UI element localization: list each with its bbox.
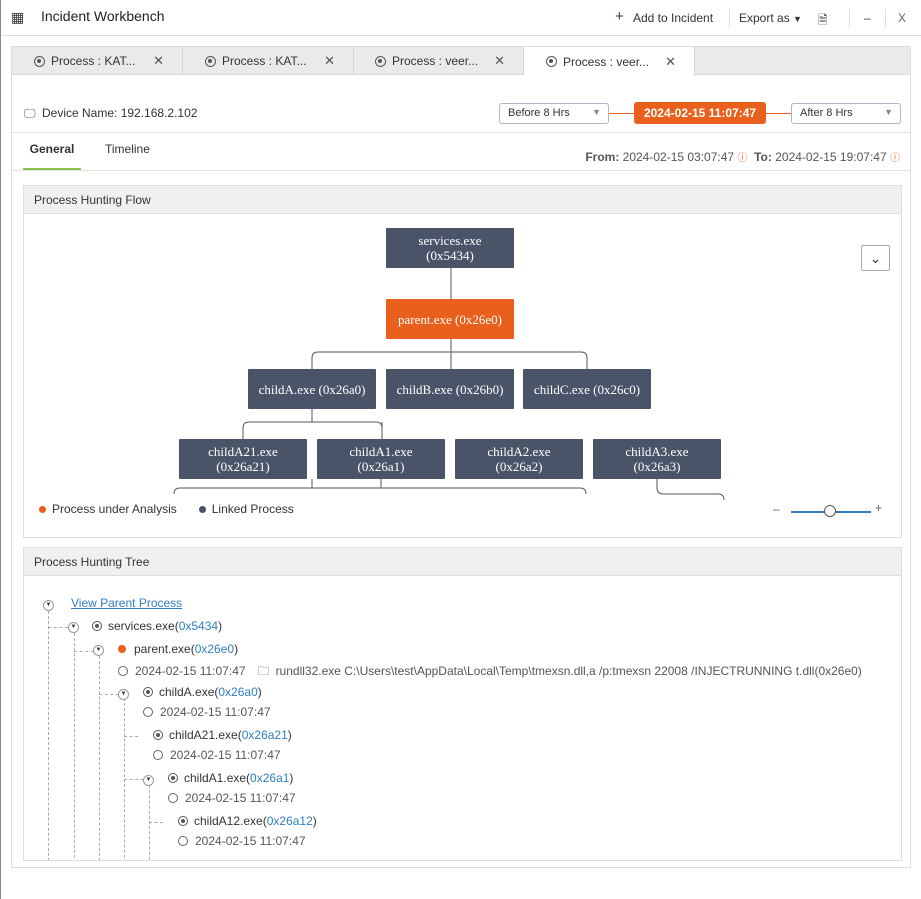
close-tab-icon[interactable]: ✕ xyxy=(665,53,676,69)
flow-connectors xyxy=(173,268,725,501)
zoom-slider-handle[interactable] xyxy=(824,505,836,517)
clock-icon xyxy=(143,707,153,717)
process-icon xyxy=(546,56,557,67)
process-icon xyxy=(34,55,45,67)
tab-process-2[interactable]: Process : KAT...✕ xyxy=(183,47,354,75)
title-bar: ▦ Incident Workbench + Add to Incident E… xyxy=(1,0,921,36)
process-icon xyxy=(205,55,216,67)
flow-node-childA3[interactable]: childA3.exe(0x26a3) xyxy=(593,439,721,479)
minimize-button[interactable]: – xyxy=(864,11,871,25)
tree-item-time: 2024-02-15 11:07:47 xyxy=(143,705,271,719)
subtab-timeline[interactable]: Timeline xyxy=(105,142,150,156)
tree-item-time: 2024-02-15 11:07:47 xyxy=(178,834,306,848)
zoom-out-button[interactable]: – xyxy=(773,502,780,516)
collapse-toggle[interactable]: ▼ xyxy=(93,645,104,656)
subtab-general[interactable]: General xyxy=(23,141,81,170)
panel-title: Process Hunting Tree xyxy=(24,548,901,576)
panel-title: Process Hunting Flow xyxy=(24,186,901,214)
clock-icon xyxy=(118,666,128,676)
close-tab-icon[interactable]: ✕ xyxy=(494,53,505,68)
process-icon xyxy=(375,55,386,67)
export-as-button[interactable]: Export as ▼ xyxy=(739,11,802,25)
legend: Process under Analysis Linked Process xyxy=(39,502,294,516)
close-tab-icon[interactable]: ✕ xyxy=(324,53,335,68)
tab-process-1[interactable]: Process : KAT...✕ xyxy=(12,47,183,75)
analysis-dot-icon xyxy=(39,505,46,513)
flow-node-childB[interactable]: childB.exe (0x26b0) xyxy=(386,369,514,409)
center-time[interactable]: 2024-02-15 11:07:47 xyxy=(634,102,766,124)
tab-process-4[interactable]: Process : veer...✕ xyxy=(524,47,695,76)
tree-item-childA[interactable]: childA.exe(0x26a0) xyxy=(143,685,262,699)
tree-item-childA21[interactable]: childA21.exe(0x26a21) xyxy=(153,728,292,742)
analysis-dot-icon xyxy=(118,645,126,653)
window-title: Incident Workbench xyxy=(41,8,165,24)
collapse-toggle[interactable]: ▼ xyxy=(68,622,79,633)
plus-icon: + xyxy=(615,8,624,25)
process-icon xyxy=(153,730,163,740)
collapse-toggle[interactable]: ▼ xyxy=(43,600,54,611)
schedule-report-icon[interactable]: 🗎 xyxy=(818,13,828,27)
clock-icon xyxy=(153,750,163,760)
process-hunting-flow-panel: Process Hunting Flow services.exe(0x5434… xyxy=(23,185,902,538)
process-icon xyxy=(92,621,102,631)
monitor-icon: 🖵 xyxy=(24,106,36,120)
flow-node-childA2[interactable]: childA2.exe(0x26a2) xyxy=(455,439,583,479)
info-icon: ⓘ xyxy=(890,153,900,164)
info-icon: ⓘ xyxy=(737,153,748,164)
tab-bar: Process : KAT...✕ Process : KAT...✕ Proc… xyxy=(12,47,910,76)
workbench-content: Process : KAT...✕ Process : KAT...✕ Proc… xyxy=(11,46,911,868)
tree-item-childA12[interactable]: childA12.exe(0x26a12) xyxy=(178,814,317,828)
clock-icon xyxy=(168,793,178,803)
flow-node-childC[interactable]: childC.exe (0x26c0) xyxy=(523,369,651,409)
flow-node-parent[interactable]: parent.exe (0x26e0) xyxy=(386,299,514,339)
collapse-toggle[interactable]: ▼ xyxy=(143,775,154,786)
folder-icon: 🗀 xyxy=(257,664,270,678)
flow-node-childA[interactable]: childA.exe (0x26a0) xyxy=(248,369,376,409)
zoom-in-button[interactable]: + xyxy=(875,501,883,515)
device-name: Device Name: 192.168.2.102 xyxy=(42,106,198,120)
view-parent-process-link[interactable]: View Parent Process xyxy=(71,596,183,610)
collapse-toggle[interactable]: ▼ xyxy=(118,689,129,700)
before-range-select[interactable]: Before 8 Hrs▼ xyxy=(499,103,609,124)
chevron-down-icon[interactable]: ⌄ xyxy=(861,245,890,271)
tab-process-3[interactable]: Process : veer...✕ xyxy=(353,47,524,75)
flow-node-services[interactable]: services.exe(0x5434) xyxy=(386,228,514,268)
process-hunting-tree-panel: Process Hunting Tree ▼ View Parent Proce… xyxy=(23,547,902,861)
tree-item-services[interactable]: services.exe(0x5434) xyxy=(92,619,222,633)
tree-item-time: 2024-02-15 11:07:47 xyxy=(168,791,296,805)
clock-icon xyxy=(178,836,188,846)
process-icon xyxy=(143,687,153,697)
after-range-select[interactable]: After 8 Hrs▼ xyxy=(791,103,901,124)
time-range: From: 2024-02-15 03:07:47 ⓘ To: 2024-02-… xyxy=(585,150,900,164)
tree-item-childA1[interactable]: childA1.exe(0x26a1) xyxy=(168,771,293,785)
process-icon xyxy=(178,816,188,826)
process-icon xyxy=(168,773,178,783)
close-button[interactable]: X xyxy=(898,11,907,25)
workbench-icon: ▦ xyxy=(11,9,25,25)
tree-item-time: 2024-02-15 11:07:47 xyxy=(153,748,281,762)
tree-item-parent[interactable]: parent.exe(0x26e0) xyxy=(118,642,238,656)
flow-node-childA21[interactable]: childA21.exe(0x26a21) xyxy=(179,439,307,479)
add-to-incident-button[interactable]: Add to Incident xyxy=(633,11,714,25)
tree-item-details: 2024-02-15 11:07:47🗀rundll32.exe C:\User… xyxy=(118,662,862,683)
linked-dot-icon xyxy=(198,505,206,513)
close-tab-icon[interactable]: ✕ xyxy=(153,53,164,68)
flow-node-childA1[interactable]: childA1.exe(0x26a1) xyxy=(317,439,445,479)
